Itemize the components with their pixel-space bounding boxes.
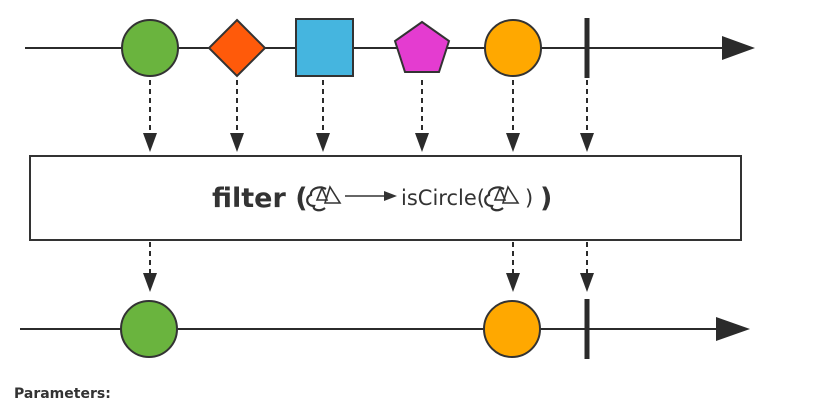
input-marble-magenta-pentagon [393, 20, 451, 73]
output-timeline-arrow-icon [716, 317, 750, 341]
output-arrowhead-3 [580, 273, 594, 292]
input-marbles [121, 18, 590, 78]
input-arrowheads [143, 133, 594, 152]
input-arrowhead-1 [143, 133, 157, 152]
output-arrows [149, 242, 588, 276]
input-arrowhead-5 [506, 133, 520, 152]
output-marbles [120, 299, 590, 359]
output-arrowheads [143, 273, 594, 292]
operator-predicate: isCircle( [401, 186, 485, 210]
output-marble-green-circle [120, 300, 178, 358]
input-arrowhead-4 [415, 133, 429, 152]
predicate-arrow-icon [384, 191, 397, 201]
shape-placeholder-icon-inner [484, 185, 520, 212]
output-arrowhead-1 [143, 273, 157, 292]
input-arrowhead-2 [230, 133, 244, 152]
input-marble-blue-square [295, 18, 354, 77]
operator-label: filter ( isCircle( ) ) [212, 183, 552, 214]
shape-placeholder-icon [306, 185, 342, 212]
operator-close: ) [540, 183, 552, 214]
input-timeline-arrow-icon [722, 36, 755, 60]
output-arrowhead-2 [506, 273, 520, 292]
parameters-heading: Parameters: [14, 386, 111, 402]
input-marble-orange-diamond [207, 18, 267, 78]
input-arrowhead-3 [316, 133, 330, 152]
output-marble-yellow-circle [483, 300, 541, 358]
input-arrows [149, 80, 588, 136]
input-arrowhead-6 [580, 133, 594, 152]
operator-predicate-close: ) [525, 186, 533, 210]
input-marble-green-circle [121, 19, 179, 77]
operator-name: filter ( [212, 183, 308, 214]
input-marble-yellow-circle [484, 19, 542, 77]
marble-diagram: filter ( isCircle( ) ) [20, 18, 755, 359]
